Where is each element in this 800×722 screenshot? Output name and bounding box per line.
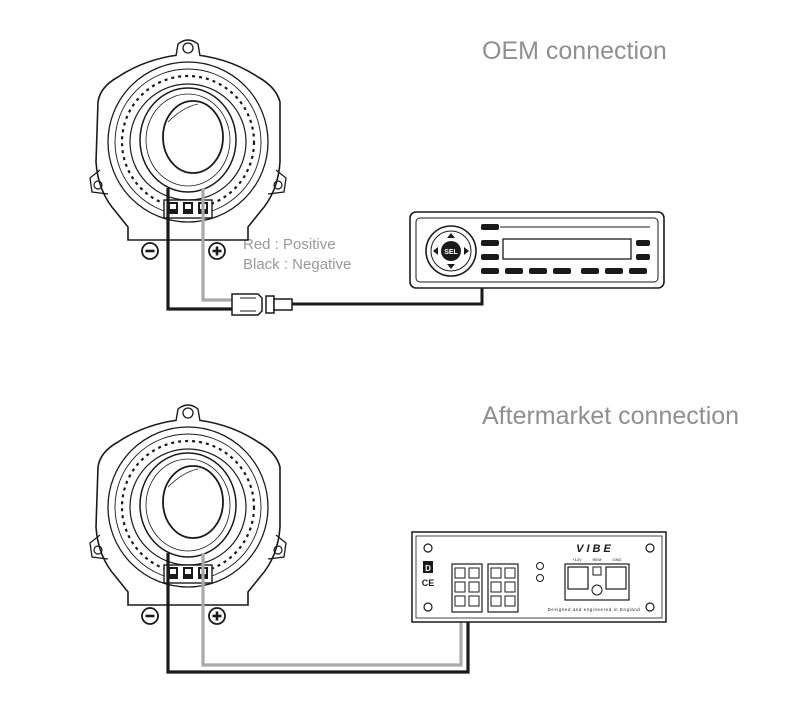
negative-wire-aftermarket bbox=[166, 553, 470, 674]
power-label-12v: +12V bbox=[572, 557, 582, 562]
legend-black-negative: Black : Negative bbox=[243, 256, 352, 273]
minus-icon bbox=[141, 607, 159, 625]
amplifier-badge: D bbox=[425, 564, 431, 573]
amplifier-brand: VIBE bbox=[576, 543, 614, 555]
head-unit-icon: SEL bbox=[409, 211, 665, 289]
amplifier-tagline: Designed and engineered in England bbox=[548, 607, 641, 612]
aftermarket-connection-title: Aftermarket connection bbox=[482, 402, 740, 430]
power-label-rem: REM bbox=[593, 557, 602, 562]
plus-icon bbox=[208, 242, 226, 260]
minus-icon bbox=[141, 242, 159, 260]
head-unit-select-label: SEL bbox=[444, 249, 458, 256]
speaker-icon bbox=[88, 403, 288, 607]
positive-wire-aftermarket bbox=[201, 553, 463, 667]
connector-icon bbox=[231, 293, 293, 316]
positive-wire-oem bbox=[201, 188, 232, 302]
speaker-icon bbox=[88, 38, 288, 242]
legend-red-positive: Red : Positive bbox=[243, 236, 336, 253]
head-unit-cable bbox=[292, 288, 484, 306]
negative-wire-oem bbox=[166, 188, 232, 311]
plus-icon bbox=[208, 607, 226, 625]
ce-mark: CE bbox=[422, 578, 435, 588]
power-label-gnd: GND bbox=[613, 557, 622, 562]
amplifier-icon: D CE VIBE +12V REM GND Designed and engi… bbox=[411, 531, 667, 623]
oem-connection-title: OEM connection bbox=[482, 37, 667, 65]
